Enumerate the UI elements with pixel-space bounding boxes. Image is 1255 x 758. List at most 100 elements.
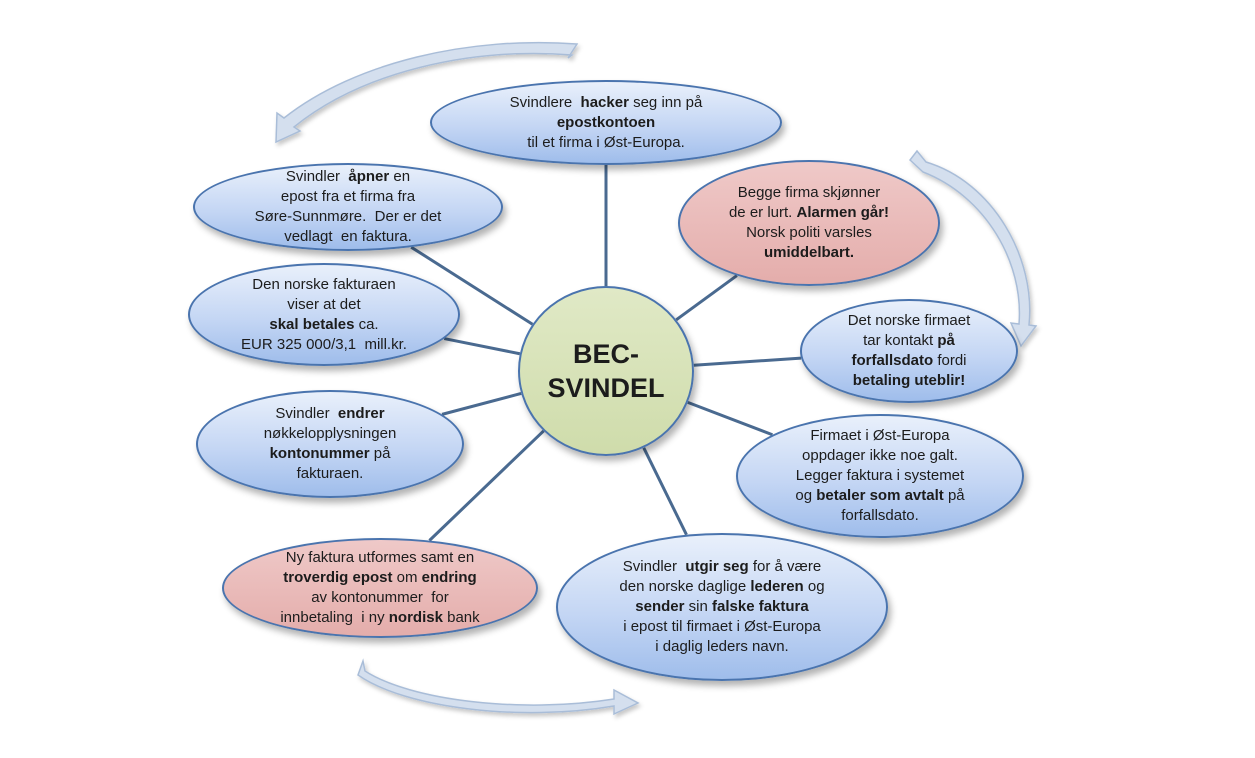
node-text: den norske daglige bbox=[619, 578, 751, 595]
emphasis-text: sender bbox=[635, 598, 685, 615]
node-text: på bbox=[943, 487, 965, 504]
emphasis-text: åpner bbox=[348, 168, 390, 185]
node-utgir-line-2: den norske daglige lederen og bbox=[619, 577, 824, 597]
cycle-arrow-bottom-icon bbox=[357, 658, 640, 716]
node-alarm-line-1: Begge firma skjønner bbox=[729, 183, 889, 203]
emphasis-text: umiddelbart. bbox=[763, 244, 854, 261]
node-text: Svindlere bbox=[509, 93, 581, 111]
node-apner-line-1: Svindler åpner en bbox=[255, 167, 442, 187]
emphasis-text: utgir seg bbox=[685, 558, 749, 575]
node-text: forfallsdato. bbox=[841, 507, 919, 524]
connector-lines bbox=[410, 165, 802, 542]
node-text: ca. bbox=[354, 315, 379, 333]
node-betales-line-3: skal betales ca. bbox=[241, 315, 407, 335]
node-text: viser at det bbox=[287, 295, 361, 313]
node-utgir-line-4: i epost til firmaet i Øst-Europa bbox=[619, 617, 824, 637]
emphasis-text: falske faktura bbox=[712, 598, 809, 615]
emphasis-text: epostkontoen bbox=[556, 113, 656, 131]
node-text: til et firma i Øst-Europa. bbox=[527, 133, 685, 151]
node-hacker-line-3: til et firma i Øst-Europa. bbox=[510, 133, 703, 153]
node-text: Norsk politi varsles bbox=[746, 224, 872, 241]
node-hacker-line-2: epostkontoen bbox=[510, 113, 703, 133]
emphasis-text: troverdig epost bbox=[283, 569, 393, 586]
node-nyfaktura-line-1: Ny faktura utformes samt en bbox=[280, 548, 479, 568]
cycle-arrow-right-icon bbox=[908, 149, 1038, 348]
node-nyfaktura-line-3: av kontonummer for bbox=[280, 588, 479, 608]
connector-betaler bbox=[687, 400, 773, 437]
node-text: tar kontakt bbox=[863, 332, 938, 349]
node-text: om bbox=[392, 569, 422, 586]
node-nyfaktura-line-2: troverdig epost om endring bbox=[280, 568, 479, 588]
node-kontakt-line-2: tar kontakt på bbox=[848, 331, 971, 351]
node-text: i epost til firmaet i Øst-Europa bbox=[623, 618, 821, 635]
node-betaler: Firmaet i Øst-Europa oppdager ikke noe ga… bbox=[736, 414, 1024, 538]
center-node-bec-svindel: BEC- SVINDEL bbox=[518, 286, 694, 456]
node-text: Ny faktura utformes samt en bbox=[285, 549, 475, 566]
node-betaler-line-2: oppdager ikke noe galt. bbox=[795, 446, 964, 466]
node-text: fakturaen. bbox=[296, 465, 364, 482]
node-betales-line-1: Den norske fakturaen bbox=[241, 275, 407, 295]
node-text: av kontonummer for bbox=[311, 589, 449, 606]
emphasis-text: på bbox=[937, 332, 955, 349]
node-text: fordi bbox=[933, 352, 967, 369]
node-text: Svindler bbox=[285, 168, 349, 185]
node-utgir-line-5: i daglig leders navn. bbox=[619, 637, 824, 657]
cycle-arrow-top-left-icon bbox=[275, 41, 579, 144]
node-kontakt-line-4: betaling uteblir! bbox=[848, 371, 971, 391]
node-text: sin bbox=[684, 598, 712, 615]
node-text: de er lurt. bbox=[728, 204, 797, 221]
node-endrer-line-1: Svindler endrer bbox=[264, 404, 397, 424]
node-apner-line-4: vedlagt en faktura. bbox=[255, 227, 442, 247]
connector-endrer bbox=[441, 391, 522, 416]
emphasis-text: endrer bbox=[337, 405, 385, 422]
cycle-arrows bbox=[275, 41, 1038, 716]
node-betaler-line-4: og betaler som avtalt på bbox=[795, 486, 964, 506]
node-text: for å være bbox=[748, 558, 822, 575]
connector-alarm bbox=[675, 274, 738, 322]
emphasis-text: betaling uteblir! bbox=[852, 372, 966, 389]
node-text: Begge firma skjønner bbox=[737, 184, 881, 201]
node-text: i daglig leders navn. bbox=[655, 638, 789, 655]
node-text: på bbox=[369, 445, 391, 462]
node-text: Firmaet i Øst-Europa bbox=[810, 427, 950, 444]
center-title-line-2: SVINDEL bbox=[547, 373, 665, 403]
node-endrer-line-4: fakturaen. bbox=[264, 464, 397, 484]
node-text: Den norske fakturaen bbox=[252, 275, 396, 293]
node-text: vedlagt en faktura. bbox=[284, 228, 412, 245]
node-text: seg inn på bbox=[628, 93, 703, 111]
node-kontakt-line-1: Det norske firmaet bbox=[848, 311, 971, 331]
node-utgir: Svindler utgir seg for å være den norske … bbox=[556, 533, 888, 681]
node-alarm-line-2: de er lurt. Alarmen går! bbox=[729, 203, 889, 223]
node-text: og bbox=[803, 578, 825, 595]
node-text: Søre-Sunnmøre. Der er det bbox=[254, 208, 442, 225]
center-title-line-1: BEC- bbox=[573, 339, 639, 369]
node-text: oppdager ikke noe galt. bbox=[802, 447, 958, 464]
connector-utgir bbox=[642, 447, 688, 536]
emphasis-text: nordisk bbox=[388, 609, 443, 626]
node-betaler-line-3: Legger faktura i systemet bbox=[795, 466, 964, 486]
emphasis-text: betaler som avtalt bbox=[816, 487, 944, 504]
node-apner-line-3: Søre-Sunnmøre. Der er det bbox=[255, 207, 442, 227]
node-betales-line-2: viser at det bbox=[241, 295, 407, 315]
node-hacker-line-1: Svindlere hacker seg inn på bbox=[510, 93, 703, 113]
node-text: EUR 325 000/3,1 mill.kr. bbox=[241, 335, 407, 353]
node-text: Det norske firmaet bbox=[847, 312, 971, 329]
emphasis-text: Alarmen går! bbox=[796, 204, 890, 221]
node-betales: Den norske fakturaen viser at det skal bet… bbox=[188, 263, 460, 366]
node-text: innbetaling i ny bbox=[280, 609, 389, 626]
node-text: Svindler bbox=[622, 558, 686, 575]
node-apner-line-2: epost fra et firma fra bbox=[255, 187, 442, 207]
node-text: en bbox=[389, 168, 411, 185]
node-alarm: Begge firma skjønner de er lurt. Alarmen … bbox=[678, 160, 940, 286]
connector-kontakt bbox=[693, 356, 802, 367]
node-alarm-line-4: umiddelbart. bbox=[729, 243, 889, 263]
connector-nyfaktura bbox=[428, 429, 545, 542]
node-betaler-line-1: Firmaet i Øst-Europa bbox=[795, 426, 964, 446]
emphasis-text: hacker bbox=[580, 93, 629, 111]
node-text: Svindler bbox=[275, 405, 338, 422]
